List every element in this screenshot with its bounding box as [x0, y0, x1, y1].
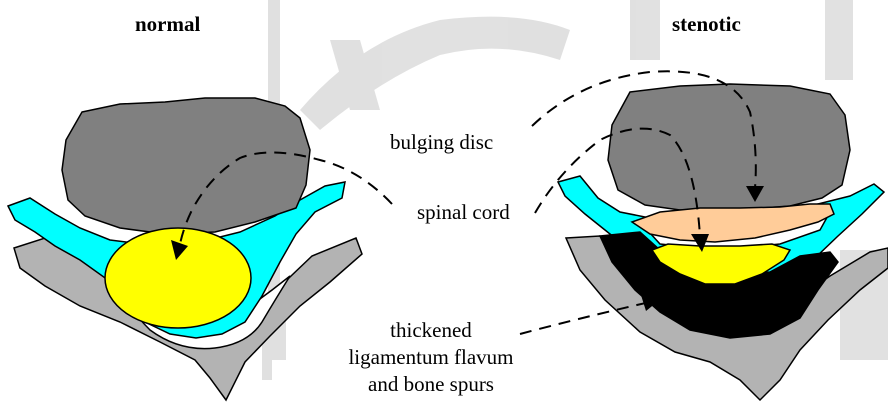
label-ligament-line-3: and bone spurs	[336, 372, 526, 396]
title-stenotic: stenotic	[672, 12, 741, 36]
label-ligament-line-2: ligamentum flavum	[336, 345, 526, 369]
normal-disc	[62, 98, 310, 234]
stenotic-disc	[608, 84, 850, 210]
title-normal: normal	[135, 12, 200, 36]
stenotic-vertebra	[558, 84, 888, 400]
label-bulging-disc: bulging disc	[390, 130, 493, 154]
label-spinal-cord: spinal cord	[417, 200, 510, 224]
label-ligament-line-1: thickened	[336, 318, 526, 342]
